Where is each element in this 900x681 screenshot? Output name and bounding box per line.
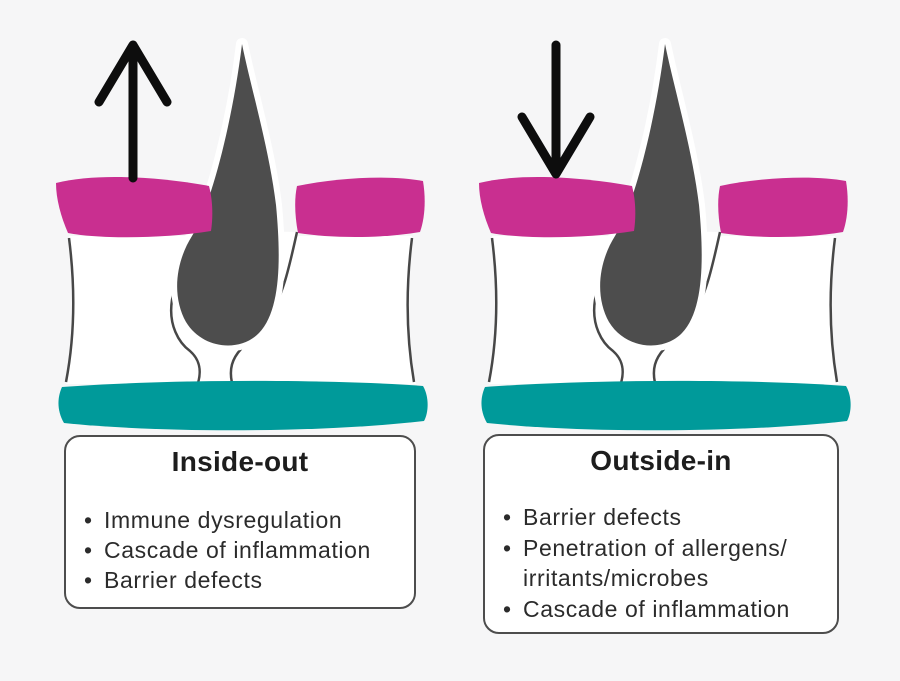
list-item: • Barrier defects [503, 502, 829, 533]
bullet-dot: • [503, 534, 512, 561]
list-item: • Immune dysregulation [84, 505, 406, 535]
bullet-text: Cascade of inflammation [104, 537, 371, 563]
outside-in-skin [479, 44, 851, 430]
list-item: • Cascade of inflammation [503, 594, 829, 625]
outside-in-list: • Barrier defects • Penetration of aller… [503, 502, 829, 624]
bullet-text: irritants/microbes [523, 565, 709, 591]
bullet-dot: • [84, 507, 93, 533]
bullet-text: Barrier defects [523, 504, 682, 530]
down-arrow-icon [517, 40, 595, 179]
bullet-text-multiline: Penetration of allergens/ irritants/micr… [523, 533, 787, 594]
outside-in-title: Outside-in [590, 445, 732, 476]
outside-in-card: Outside-in • Barrier defects • Penetrati… [483, 434, 839, 634]
list-item: • Barrier defects [84, 565, 406, 595]
bullet-text: Cascade of inflammation [523, 595, 790, 622]
inside-out-list: • Immune dysregulation • Cascade of infl… [84, 505, 406, 595]
inside-out-title: Inside-out [171, 446, 309, 477]
list-item: • Penetration of allergens/ irritants/mi… [503, 533, 829, 594]
inside-out-card: Inside-out • Immune dysregulation • Casc… [64, 435, 416, 609]
bullet-text: Barrier defects [104, 567, 263, 593]
bullet-dot: • [503, 504, 512, 530]
bullet-dot: • [503, 595, 512, 622]
bullet-text: Immune dysregulation [104, 507, 343, 533]
inside-out-skin [56, 44, 428, 430]
bullet-text: Penetration of allergens/ [523, 534, 788, 561]
bullet-dot: • [84, 567, 93, 593]
list-item: • Cascade of inflammation [84, 535, 406, 565]
bullet-dot: • [84, 537, 93, 563]
up-arrow-icon [94, 40, 172, 183]
